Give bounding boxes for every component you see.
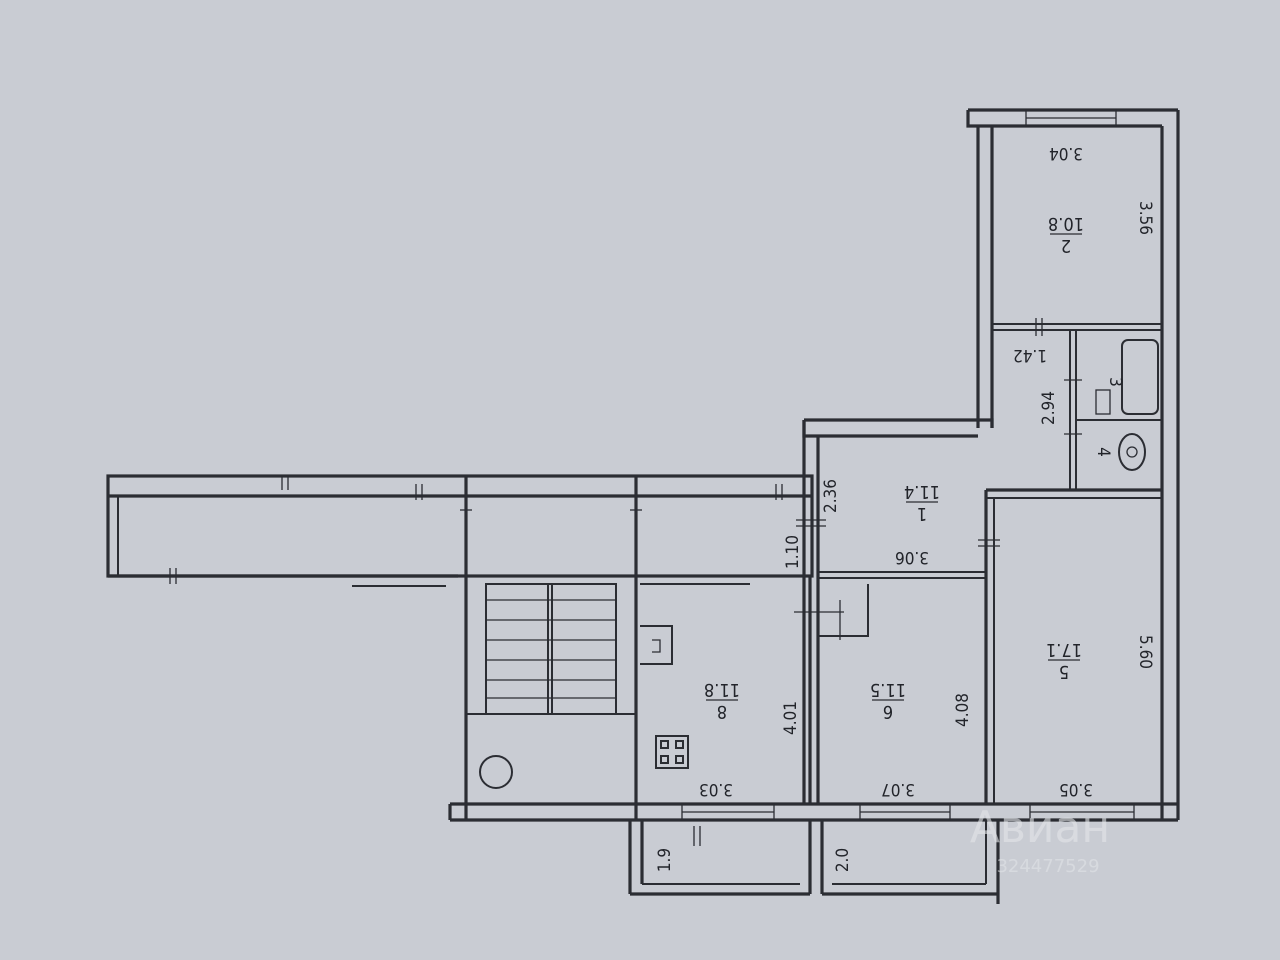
dim-hall-length: 3.06 [895,547,929,567]
room-2-number: 2 [1061,235,1071,256]
room-2-area: 10.8 [1048,213,1084,234]
dim-corridor: 1.10 [783,535,803,569]
dim-room5-length: 5.60 [1135,635,1155,669]
dim-room8-width: 3.03 [699,779,733,799]
bathtub-icon [1121,339,1159,415]
room-8-area: 11.8 [704,679,740,700]
room-8-number: 8 [717,701,727,722]
watermark-id: 324477529 [996,856,1099,877]
kitchen-fixtures [640,625,689,769]
room-4-number: 4 [1093,447,1113,457]
dim-balcony-left: 1.9 [655,848,675,872]
dim-bath-width: 1.42 [1013,345,1047,365]
sink-icon [640,625,673,665]
dim-room2-width: 3.04 [1049,143,1083,163]
balconies [628,820,1000,904]
toilet-icon [1118,433,1146,471]
watermark: Авиан 324477529 [970,802,1110,877]
corridor-walls [106,474,814,820]
room-3-number: 3 [1105,377,1125,387]
room-6-area: 11.5 [870,679,906,700]
staircase [466,583,636,789]
dim-room8-length: 4.01 [781,701,801,735]
dim-hall-width: 2.36 [821,479,841,513]
room-5-number: 5 [1059,661,1069,682]
dim-room5-width: 3.05 [1059,779,1093,799]
dim-room6-length: 4.08 [953,693,973,727]
elevator-shaft-icon [479,755,513,789]
windows [681,109,1135,821]
room-labels: 2 10.8 1 11.4 5 17.1 6 11.5 8 11.8 3 4 [704,213,1125,722]
stove-icon [655,735,689,769]
sink-icon [1095,389,1111,415]
watermark-brand: Авиан [970,802,1110,853]
room-1-number: 1 [917,503,927,524]
room-6-number: 6 [883,701,893,722]
dim-room2-length: 3.56 [1135,201,1155,235]
room-1-area: 11.4 [904,481,940,502]
dim-balcony-right: 2.0 [833,848,853,872]
room-5-area: 17.1 [1046,639,1082,660]
dimension-labels: 3.04 3.56 1.42 2.94 2.36 3.06 1.10 5.60 … [655,143,1155,872]
partitions [636,318,1162,804]
dim-room6-width: 3.07 [881,779,915,799]
dim-bath-length: 2.94 [1039,391,1059,425]
